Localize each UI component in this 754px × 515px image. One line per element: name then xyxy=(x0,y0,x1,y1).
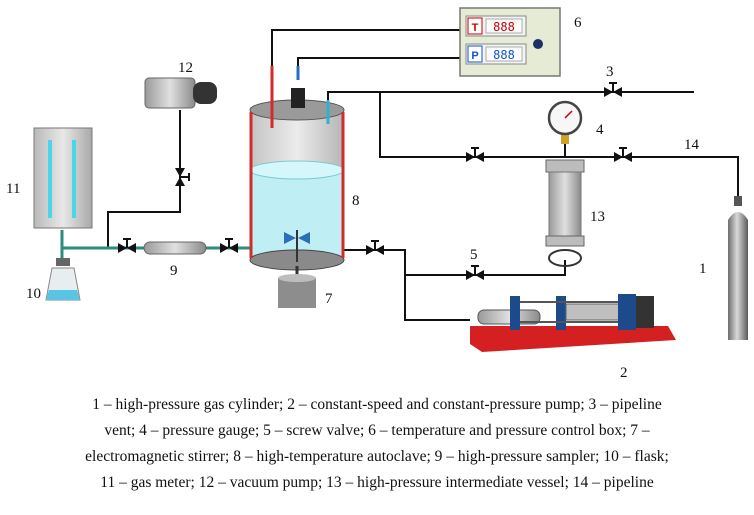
caption-line-2: vent; 4 – pressure gauge; 5 – screw valv… xyxy=(104,422,650,439)
label-3: 3 xyxy=(606,64,614,80)
valve-sampler-right[interactable] xyxy=(220,238,238,253)
label-13: 13 xyxy=(590,209,605,225)
label-4: 4 xyxy=(596,122,604,138)
press-display: 888 xyxy=(493,48,515,62)
label-6: 6 xyxy=(574,15,582,31)
sampler xyxy=(143,241,207,255)
label-2: 2 xyxy=(620,365,628,380)
apparatus-diagram: T 888 P 888 xyxy=(6,7,748,380)
valve-5[interactable] xyxy=(466,265,484,280)
valve-3[interactable] xyxy=(604,82,622,97)
label-10: 10 xyxy=(26,286,41,302)
control-box: T 888 P 888 xyxy=(459,7,561,77)
pump xyxy=(470,294,676,352)
gas-cylinder xyxy=(728,196,748,340)
label-8: 8 xyxy=(352,193,360,209)
valve-vacuum[interactable] xyxy=(175,168,190,186)
pipelines xyxy=(107,29,739,321)
caption-line-1: 1 – high-pressure gas cylinder; 2 – cons… xyxy=(92,396,662,413)
flask xyxy=(45,258,81,301)
label-9: 9 xyxy=(170,263,178,279)
vacuum-pump xyxy=(144,77,217,109)
caption-line-3: electromagnetic stirrer; 8 – high-temper… xyxy=(85,448,669,465)
pressure-gauge xyxy=(547,100,583,144)
temp-letter: T xyxy=(472,22,479,34)
gas-meter xyxy=(33,127,93,229)
caption-line-4: 11 – gas meter; 12 – vacuum pump; 13 – h… xyxy=(100,474,654,491)
label-12: 12 xyxy=(178,60,193,76)
label-1: 1 xyxy=(699,261,707,277)
label-7: 7 xyxy=(325,291,333,307)
figure-caption: 1 – high-pressure gas cylinder; 2 – cons… xyxy=(0,392,754,496)
label-5: 5 xyxy=(470,247,478,263)
autoclave xyxy=(249,66,345,271)
valve-14[interactable] xyxy=(614,147,632,162)
valve-autoclave-out[interactable] xyxy=(366,240,384,255)
temp-display: 888 xyxy=(493,20,515,34)
stirrer-blade xyxy=(284,232,296,244)
control-knob[interactable] xyxy=(533,39,543,49)
stirrer xyxy=(278,266,316,308)
valve-sampler-left[interactable] xyxy=(118,238,136,253)
intermediate-vessel xyxy=(545,159,585,267)
label-14: 14 xyxy=(684,137,700,153)
label-11: 11 xyxy=(6,181,20,197)
valve-left-gauge[interactable] xyxy=(466,147,484,162)
press-letter: P xyxy=(471,50,478,62)
